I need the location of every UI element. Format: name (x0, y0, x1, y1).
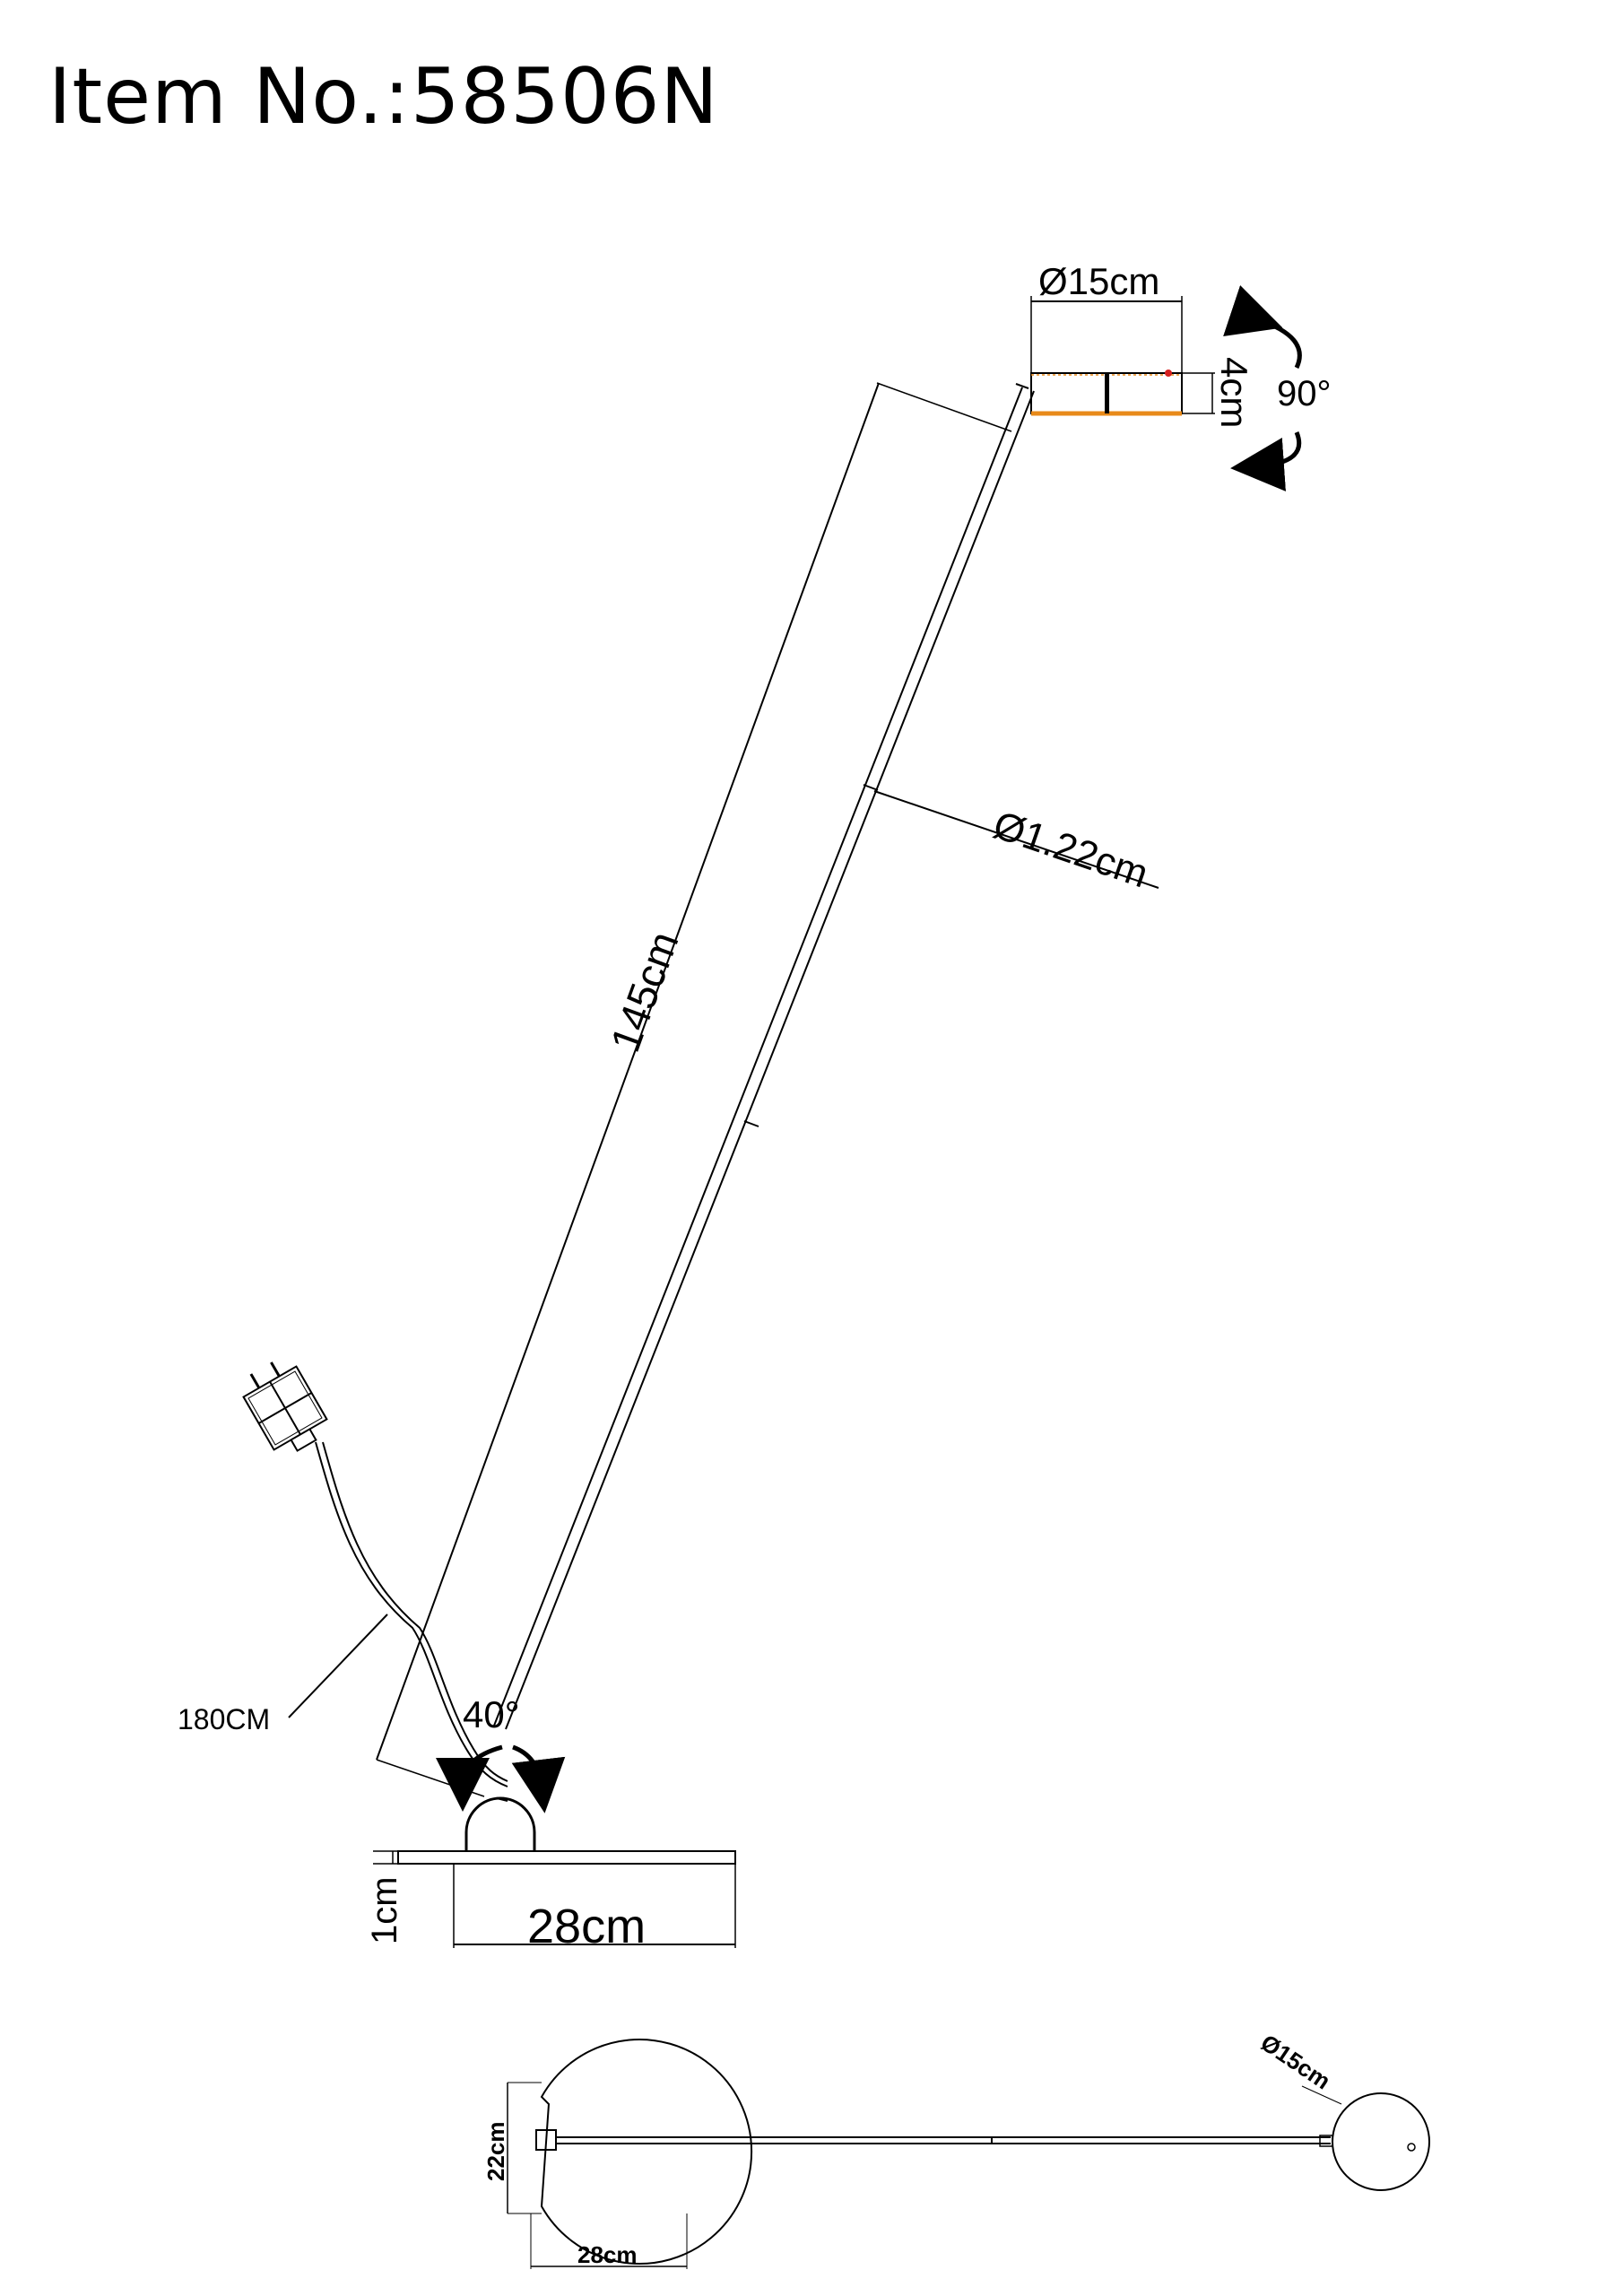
base-thickness-dimension: 1cm (365, 1850, 404, 1944)
pivot-angle-indicator: 40° (436, 1693, 566, 1813)
pole-diameter-dimension: Ø1.22cm (873, 790, 1159, 897)
head-rotation-label: 90° (1277, 374, 1332, 413)
top-view-depth-label: 22cm (482, 2122, 509, 2182)
lamp-head (1030, 370, 1183, 416)
lamp-base: 28cm (397, 1850, 736, 1953)
pole-length-dimension: 145cm (376, 382, 1012, 1797)
head-diameter-dimension: Ø15cm (1030, 260, 1183, 373)
rotate-arrow-icon (436, 1744, 503, 1812)
base-thickness-label: 1cm (365, 1876, 404, 1944)
item-number-title: Item No.:58506N (48, 52, 719, 142)
head-height-dimension: 4cm (1182, 357, 1255, 428)
pole-length-label: 145cm (602, 926, 688, 1058)
rotate-arrow-icon (1230, 431, 1302, 491)
cord-length-label: 180CM (178, 1703, 270, 1735)
base-width-label: 28cm (527, 1900, 646, 1953)
indicator-dot (1165, 370, 1172, 377)
top-view-width-label: 28cm (577, 2241, 638, 2268)
base-outline (540, 2039, 753, 2265)
head-outline (1332, 2092, 1430, 2191)
lamp-pole (493, 383, 1035, 1730)
head-diameter-label: Ø15cm (1038, 260, 1159, 302)
cord-length-dimension: 180CM (178, 1613, 388, 1735)
head-height-label: 4cm (1213, 357, 1255, 428)
head-rotation-indicator: 90° (1223, 285, 1332, 491)
pivot-angle-label: 40° (463, 1693, 520, 1735)
plug-icon (242, 1361, 328, 1452)
rotate-arrow-icon (511, 1744, 566, 1813)
pivot-knuckle (464, 1796, 536, 1851)
pole-diameter-label: Ø1.22cm (988, 803, 1154, 896)
top-view: 22cm 28cm Ø15cm (482, 2029, 1430, 2269)
top-view-head-diameter-label: Ø15cm (1256, 2029, 1336, 2094)
rotate-arrow-icon (1223, 285, 1302, 370)
